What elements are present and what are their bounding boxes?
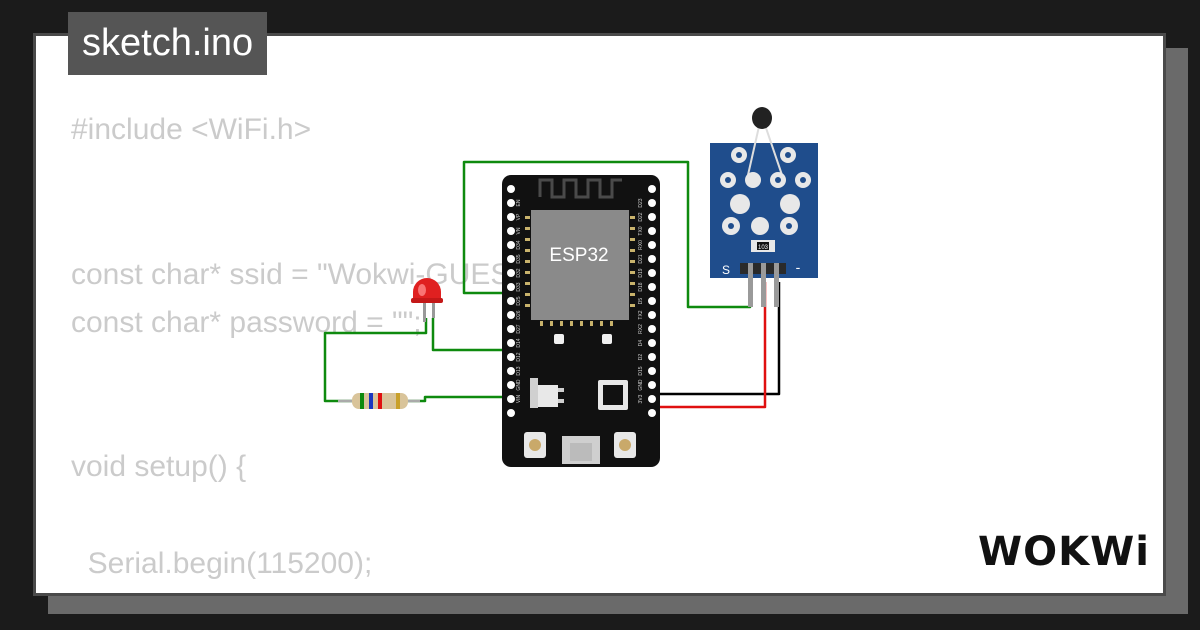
sensor-pin-signal[interactable] bbox=[748, 263, 753, 307]
pin-label: TX2 bbox=[638, 310, 644, 319]
wire-3v3-to-sensor bbox=[655, 282, 767, 409]
pin-label: D26 bbox=[516, 310, 522, 319]
wokwi-logo-text: WOKWi bbox=[978, 529, 1150, 575]
pin-label: D25 bbox=[516, 296, 522, 305]
pin-label: D14 bbox=[516, 338, 522, 347]
pin-label: D13 bbox=[516, 366, 522, 375]
resistor[interactable] bbox=[338, 393, 420, 409]
red-led[interactable] bbox=[411, 278, 443, 322]
smd-resistor-label: 103 bbox=[758, 245, 769, 251]
pin-label: D32 bbox=[516, 268, 522, 277]
pin-label: 3V3 bbox=[638, 394, 644, 403]
right-pin-header bbox=[648, 185, 656, 417]
pin-label: D15 bbox=[638, 366, 644, 375]
pin-label: D12 bbox=[516, 352, 522, 361]
left-pin-header bbox=[507, 185, 515, 417]
pin-label: D35 bbox=[516, 254, 522, 263]
pin-label: D4 bbox=[638, 340, 644, 347]
sensor-pin-gnd[interactable] bbox=[774, 263, 779, 307]
wokwi-logo: WOKWi bbox=[978, 529, 1150, 575]
pin-label: D19 bbox=[638, 268, 644, 277]
pin-label: D27 bbox=[516, 324, 522, 333]
code-line: Serial.begin(115200); bbox=[71, 546, 373, 580]
sensor-pin-vcc[interactable] bbox=[761, 263, 766, 307]
voltage-regulator bbox=[538, 385, 558, 407]
file-name-tab[interactable]: sketch.ino bbox=[68, 12, 268, 75]
sensor-pin-s-label: S bbox=[722, 263, 730, 277]
pin-label: D5 bbox=[638, 298, 644, 305]
code-line: #include <WiFi.h> bbox=[71, 113, 312, 146]
pin-label: RX2 bbox=[638, 324, 644, 334]
pin-label: VN bbox=[516, 227, 522, 234]
pin-label: D22 bbox=[638, 212, 644, 221]
pin-label: D21 bbox=[638, 254, 644, 263]
wire-resistor-to-gnd bbox=[406, 395, 511, 403]
pin-label: D23 bbox=[638, 198, 644, 207]
pin-label: RX0 bbox=[638, 240, 644, 250]
wire-led-to-d14 bbox=[431, 318, 511, 352]
wire-led-to-resistor bbox=[323, 318, 428, 403]
pin-label: GND bbox=[516, 379, 522, 391]
code-line: const char* password = ""; bbox=[71, 305, 422, 339]
pin-label: GND bbox=[638, 379, 644, 391]
code-line: void setup() { bbox=[71, 450, 247, 484]
sensor-pin-minus-label: - bbox=[796, 259, 801, 275]
chip-label: ESP32 bbox=[549, 245, 608, 266]
pin-label: VIN bbox=[516, 394, 522, 403]
pin-label: EN bbox=[516, 199, 522, 206]
pin-label: D33 bbox=[516, 282, 522, 291]
esp32-module-shield bbox=[531, 210, 629, 320]
thermistor bbox=[752, 107, 772, 129]
pin-label: D2 bbox=[638, 354, 644, 361]
esp32-board[interactable]: ESP32 ENVPVND34D35D32D33D25D26D27D14D12D… bbox=[502, 175, 660, 467]
pin-label: D18 bbox=[638, 282, 644, 291]
pin-label: VP bbox=[516, 213, 522, 220]
pin-label: TX0 bbox=[638, 226, 644, 235]
temperature-sensor-module[interactable]: 103 S - bbox=[710, 107, 818, 307]
wire-gnd-to-sensor bbox=[655, 282, 781, 396]
pin-label: D34 bbox=[516, 240, 522, 249]
